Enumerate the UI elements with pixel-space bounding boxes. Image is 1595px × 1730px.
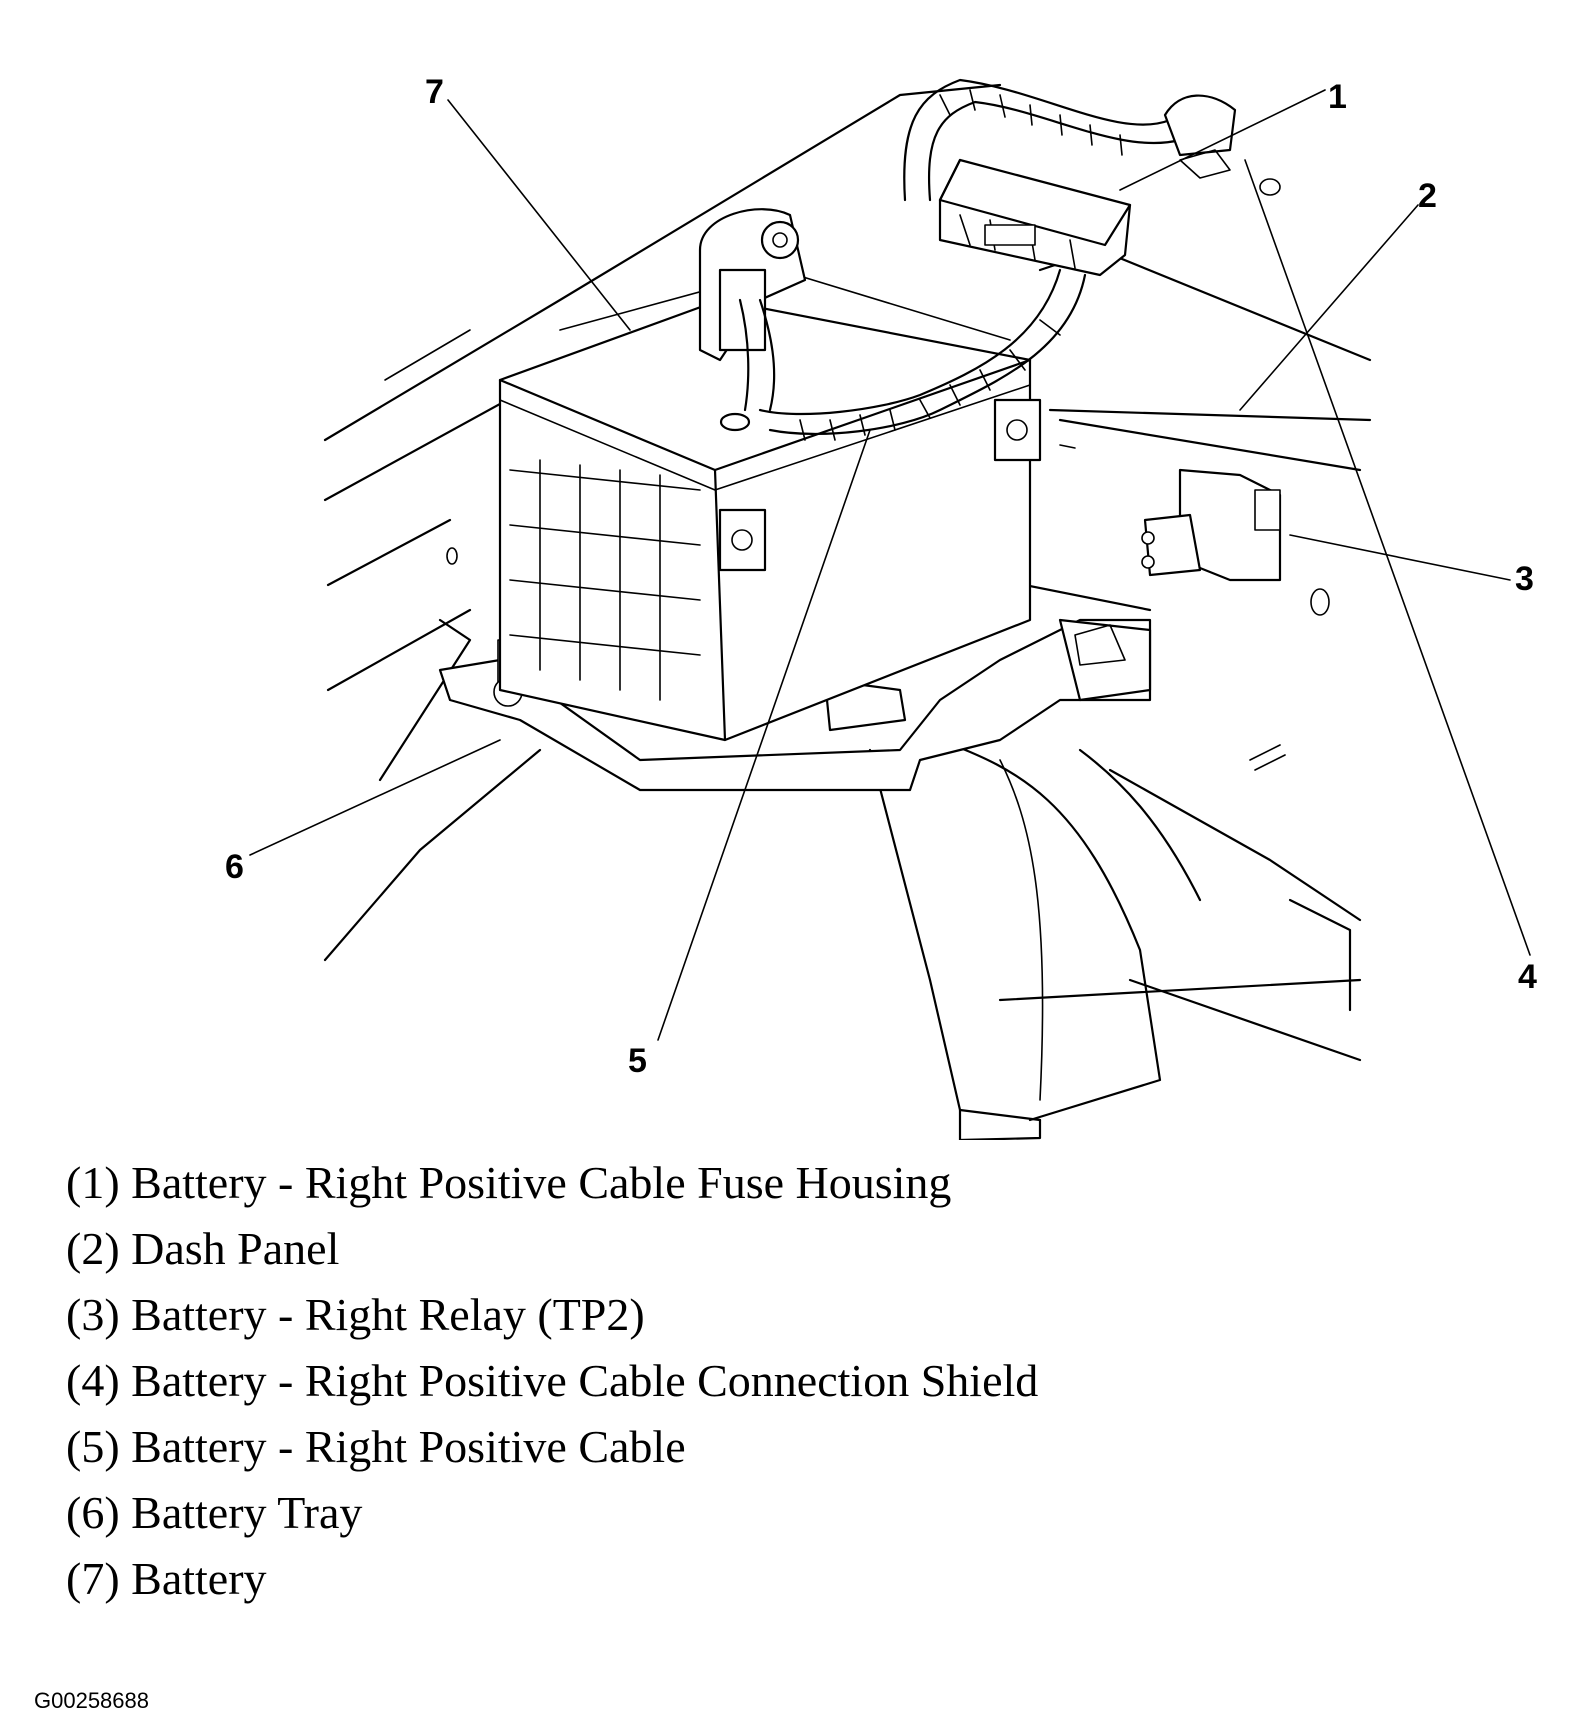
callout-numbers: 7 1 2 3 4 5 6 xyxy=(225,73,1537,1080)
body-panels xyxy=(323,83,1372,1062)
battery-terminal xyxy=(719,412,751,432)
callout-1: 1 xyxy=(1328,78,1347,116)
figure-id: G00258688 xyxy=(34,1688,149,1713)
leader-5 xyxy=(657,429,871,1041)
leader-6 xyxy=(249,739,501,856)
legend-item-2: (2) Dash Panel xyxy=(66,1223,340,1274)
leader-3 xyxy=(1289,534,1511,581)
fuse-housing xyxy=(938,158,1132,277)
leader-4 xyxy=(1244,159,1531,956)
relay xyxy=(1141,468,1282,582)
legend-item-6: (6) Battery Tray xyxy=(66,1487,363,1538)
callout-7: 7 xyxy=(425,73,444,111)
component-legend: (1) Battery - Right Positive Cable Fuse … xyxy=(66,1150,1546,1612)
legend-item-5: (5) Battery - Right Positive Cable xyxy=(66,1421,686,1472)
legend-item-3: (3) Battery - Right Relay (TP2) xyxy=(66,1289,645,1340)
positive-cable xyxy=(698,78,1237,441)
legend-item-1: (1) Battery - Right Positive Cable Fuse … xyxy=(66,1157,952,1208)
battery-grid xyxy=(509,459,701,701)
wheelhouse xyxy=(868,738,1202,1140)
leader-2 xyxy=(1239,204,1419,411)
callout-3: 3 xyxy=(1515,560,1534,598)
battery-hold-post-right xyxy=(993,398,1042,462)
battery-illustration: 7 1 2 3 4 5 6 xyxy=(225,73,1537,1140)
battery xyxy=(498,269,1042,742)
legend-item-7: (7) Battery xyxy=(66,1553,267,1604)
legend-item-4: (4) Battery - Right Positive Cable Conne… xyxy=(66,1355,1039,1406)
callout-6: 6 xyxy=(225,848,244,886)
leader-7 xyxy=(447,99,631,331)
leader-lines xyxy=(249,89,1531,1041)
callout-5: 5 xyxy=(628,1042,647,1080)
callout-2: 2 xyxy=(1418,177,1437,215)
leader-1 xyxy=(1119,89,1326,191)
callout-4: 4 xyxy=(1518,958,1537,996)
battery-hold-post-left xyxy=(718,508,767,572)
